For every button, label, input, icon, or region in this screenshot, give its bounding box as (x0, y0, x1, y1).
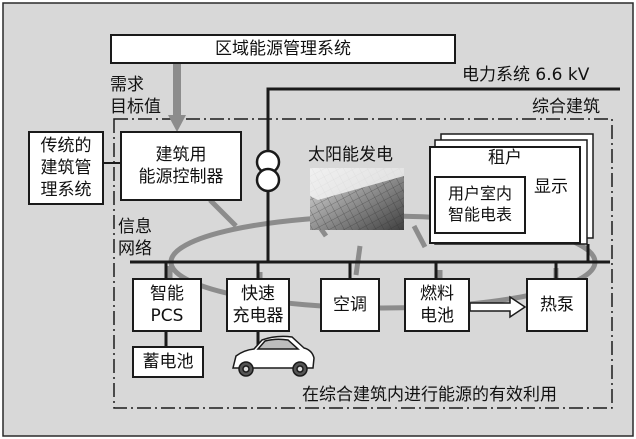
transformer-icon (255, 149, 281, 193)
battery-box: 蓄电池 (132, 346, 204, 378)
legacy-bms-label: 传统的 建筑管 理系统 (40, 135, 92, 201)
fuel-cell-label: 燃料 电池 (420, 283, 454, 326)
smart-meter-label: 用户室内 智能电表 (447, 184, 512, 224)
building-label: 综合建筑 (532, 97, 600, 117)
grid-label: 电力系统 6.6 kV (462, 65, 590, 85)
footer-caption: 在综合建筑内进行能源的有效利用 (302, 385, 557, 405)
smart-pcs-box: 智能 PCS (132, 278, 202, 332)
solar-label: 太阳能发电 (308, 145, 393, 165)
energy-controller-box: 建筑用 能源控制器 (120, 131, 242, 201)
fast-charger-box: 快速 充电器 (226, 278, 290, 332)
regional-ems-box: 区域能源管理系统 (110, 34, 456, 64)
heat-flow-arrow (469, 295, 527, 319)
regional-ems-label: 区域能源管理系统 (215, 38, 351, 59)
display-label: 显示 (534, 177, 568, 197)
info-network-label: 信息 网络 (118, 217, 152, 260)
energy-controller-label: 建筑用 能源控制器 (138, 144, 224, 187)
tenant-label: 租户 (488, 148, 522, 168)
demand-arrow-head (168, 115, 186, 132)
smart-pcs-label: 智能 PCS (150, 283, 184, 326)
demand-arrow-shaft (173, 63, 181, 117)
heat-pump-box: 热泵 (526, 278, 588, 332)
smart-meter-box: 用户室内 智能电表 (434, 176, 526, 234)
solar-panel-photo (310, 168, 404, 230)
building-boundary (113, 118, 613, 409)
fast-charger-label: 快速 充电器 (232, 283, 284, 326)
air-conditioner-box: 空调 (320, 278, 380, 332)
demand-target-label: 需求 目标值 (110, 75, 161, 118)
heat-pump-label: 热泵 (540, 294, 574, 315)
power-lines (130, 87, 620, 346)
battery-label: 蓄电池 (142, 351, 194, 372)
air-conditioner-label: 空调 (333, 294, 367, 315)
legacy-bms-box: 传统的 建筑管 理系统 (28, 131, 104, 205)
car-icon (232, 335, 315, 377)
fuel-cell-box: 燃料 电池 (404, 278, 470, 332)
